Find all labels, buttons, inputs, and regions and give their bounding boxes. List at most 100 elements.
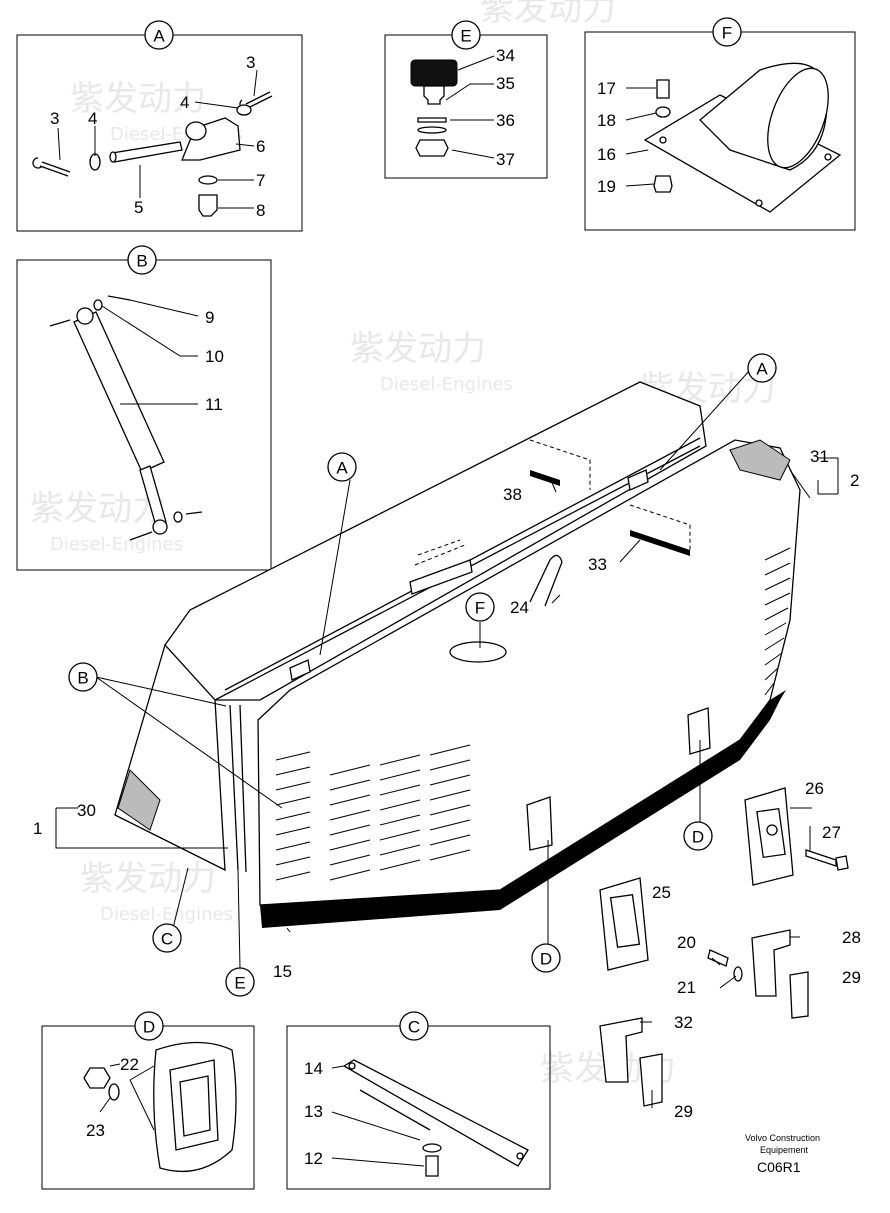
part-16: 16	[597, 145, 616, 164]
detail-b-callout-label: B	[136, 252, 147, 271]
shim-plate	[417, 117, 447, 123]
detail-f-leaders	[625, 87, 657, 187]
flange-hole	[755, 199, 763, 207]
part-36: 36	[496, 111, 515, 130]
cotter-pin-9-lower	[129, 511, 203, 541]
washer-21	[733, 966, 743, 982]
ref-callout-a-label: A	[336, 459, 348, 478]
detail-e-callout-label: E	[460, 27, 471, 46]
gas-strut-rod	[139, 465, 167, 527]
latch-26	[744, 787, 794, 886]
clip-29-lower	[639, 1053, 663, 1107]
part-30: 30	[77, 801, 96, 820]
part-22: 22	[120, 1055, 139, 1074]
gas-strut-eye-bottom	[152, 519, 168, 535]
part-38: 38	[503, 485, 522, 504]
washer-23	[108, 1083, 120, 1101]
hinge-plate	[409, 559, 473, 595]
door-hinge-bracket	[627, 469, 649, 491]
part-27: 27	[822, 823, 841, 842]
ref-callout-a-label: A	[756, 360, 768, 379]
drawing-code: C06R1	[757, 1159, 801, 1175]
rubber-mount	[410, 59, 458, 87]
part-26: 26	[805, 779, 824, 798]
washer-36	[417, 126, 447, 134]
part-32: 32	[674, 1013, 693, 1032]
latch-25	[599, 877, 649, 971]
ref-callout-a	[327, 452, 357, 482]
support-bar-edge	[359, 1089, 431, 1131]
detail-a-leaders	[57, 69, 258, 209]
lock-washer	[198, 175, 218, 185]
detail-c: C 14 13 12	[286, 1011, 551, 1190]
part-21: 21	[677, 978, 696, 997]
gas-strut-eye-top	[76, 307, 94, 325]
hinge-pin	[111, 141, 183, 163]
rubber-mount-stud	[423, 85, 445, 105]
part-33: 33	[588, 555, 607, 574]
part-4-left: 4	[88, 109, 97, 128]
detail-f-callout-label: F	[722, 24, 732, 43]
seal-38	[530, 470, 560, 486]
detail-d: D 22 23	[41, 1011, 255, 1190]
ref-callout-f-label: F	[475, 599, 485, 618]
hinge-pin-end	[109, 151, 117, 163]
part-25: 25	[652, 883, 671, 902]
bolt-20	[707, 949, 729, 967]
footer-maker: Volvo Construction	[745, 1133, 820, 1143]
part-11: 11	[205, 395, 223, 414]
ref-callout-d	[683, 821, 713, 851]
part-8: 8	[256, 201, 265, 220]
seal-hidden-lines	[529, 439, 691, 550]
washer-left	[89, 153, 101, 171]
detail-e: E 34 35 36 37	[384, 20, 548, 179]
watermark-brand: 紫发动力	[350, 329, 486, 369]
detail-f-callout	[712, 17, 742, 47]
ref-callout-b	[68, 662, 98, 692]
hinge-knuckle	[185, 121, 207, 141]
support-bar-14	[342, 1059, 529, 1167]
part-6: 6	[256, 137, 265, 156]
bolt-17	[656, 79, 670, 99]
nut-37	[415, 139, 449, 157]
part-23: 23	[86, 1121, 105, 1140]
watermark-brand: 紫发动力	[70, 79, 206, 119]
part-19: 19	[597, 177, 616, 196]
hood-rear-top	[164, 381, 707, 701]
detail-e-leaders	[445, 55, 495, 159]
bracket-32	[599, 1017, 643, 1083]
detail-c-leaders	[331, 1065, 425, 1167]
washer-13	[422, 1143, 442, 1153]
detail-d-callout	[134, 1011, 164, 1041]
cotter-pin-9	[49, 295, 131, 327]
part-2: 2	[850, 471, 859, 490]
watermark-sub: Diesel-Engines	[50, 534, 183, 555]
bolt-12	[425, 1155, 439, 1177]
watermark-brand: 紫发动力	[80, 859, 216, 899]
part-3-left: 3	[50, 109, 59, 128]
exhaust-collar-opening	[767, 67, 829, 169]
part-18: 18	[597, 111, 616, 130]
latch-plate-left	[526, 796, 553, 851]
washer-10-lower	[173, 511, 183, 523]
flange-hole	[659, 136, 667, 144]
part-3-right: 3	[246, 53, 255, 72]
support-bar-hole	[348, 1062, 356, 1070]
washer-right	[236, 104, 252, 116]
part-7: 7	[256, 171, 265, 190]
footer: Volvo Construction Equipement C06R1	[745, 1133, 820, 1175]
part-29-lower: 29	[674, 1102, 693, 1121]
insulation-30	[117, 769, 161, 831]
seal-33	[630, 530, 690, 556]
hex-bolt	[198, 194, 218, 217]
part-14: 14	[304, 1059, 323, 1078]
detail-a-callout-label: A	[153, 27, 165, 46]
right-louvers	[764, 547, 791, 696]
detail-b-leaders	[101, 299, 199, 405]
part-4-right: 4	[180, 93, 189, 112]
nut-19	[653, 175, 673, 193]
part-28: 28	[842, 928, 861, 947]
ref-callout-b-label: B	[77, 669, 88, 688]
ref-callout-a	[747, 353, 777, 383]
